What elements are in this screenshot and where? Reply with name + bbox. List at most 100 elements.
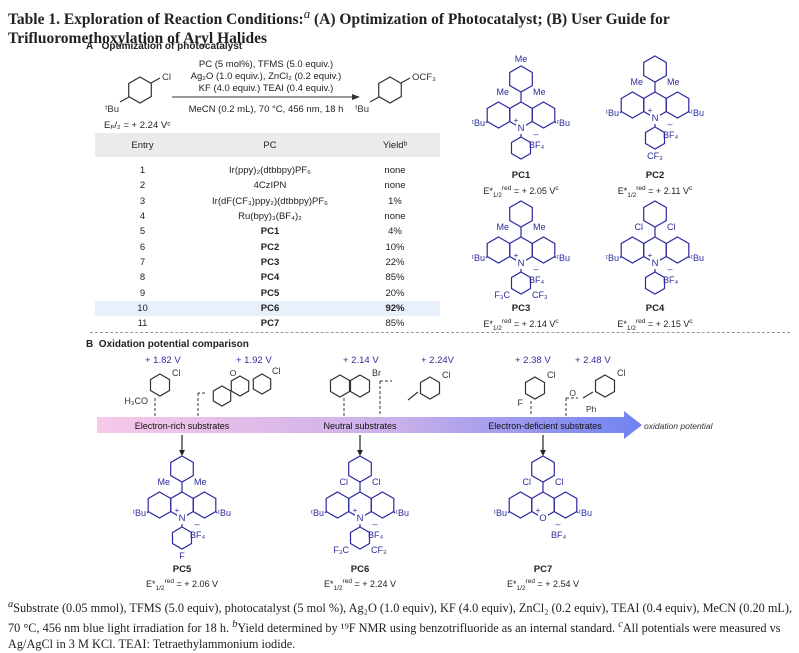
n-aryl-ring: [510, 136, 532, 160]
tbu-label: ᵗBu: [691, 108, 704, 118]
catalyst-potential-pc1: E*1/2red = + 2.05 Vc: [483, 185, 559, 199]
chloro-label: Cl: [162, 72, 171, 83]
pc-cell: Ir(dF(CF₃)ppy₂)(dtbbpy)PF₆: [212, 195, 328, 207]
condition-solvent: MeCN (0.2 mL), 70 °C, 456 nm, 18 h: [188, 104, 344, 115]
counterion-label: BF₄: [663, 130, 679, 140]
condition-line-1: PC (5 mol%), TFMS (5.0 equiv.): [198, 59, 334, 70]
oxidation-potential-arrow: [97, 411, 642, 439]
ortho-substituent: Me: [533, 87, 546, 97]
counterion-label: BF₄: [190, 530, 206, 540]
tbu-label: ᵗBu: [606, 108, 619, 118]
tbu-label: ᵗBu: [557, 118, 570, 128]
ortho-substituent: Cl: [635, 222, 644, 232]
table-header: Entry PC Yieldᵇ: [95, 133, 440, 157]
product-ring: [378, 76, 402, 104]
counterion-label: BF₄: [529, 140, 545, 150]
catalyst-label-pc7: PC7: [533, 564, 553, 575]
acridine-ring: [531, 101, 556, 129]
substrate-potential: Eₚ/₂ = + 2.24 Vᶜ: [104, 120, 171, 131]
ortho-substituent: Me: [533, 222, 546, 232]
arrowhead: [540, 450, 546, 456]
acridine-ring: [531, 236, 556, 264]
positive-charge: +: [175, 506, 180, 515]
counterion-label: BF₄: [663, 275, 679, 285]
catalyst-potential-pc5: E*1/2red = + 2.06 V: [145, 578, 219, 592]
positive-charge: +: [648, 106, 653, 115]
acridine-ring: [553, 491, 578, 519]
acridine-ring: [508, 491, 533, 519]
heteroatom-bg: [516, 257, 526, 268]
yield-cell: 1%: [388, 195, 402, 207]
catalyst-label-pc6: PC6: [350, 564, 370, 575]
ortho-substituent: Cl: [340, 477, 349, 487]
section-b-heading: B Oxidation potential comparison: [86, 339, 249, 350]
axis-label: oxidation potential: [644, 421, 714, 431]
meta-substituent: F₃C: [494, 290, 510, 300]
oxygen-label: O: [230, 368, 237, 378]
tbu-label: ᵗBu: [311, 508, 324, 518]
nitrogen-label: N: [652, 113, 659, 124]
entry-cell: 5: [139, 226, 146, 238]
bond: [507, 511, 510, 514]
tbu-label: ᵗBu: [218, 508, 231, 518]
pc-cell: PC5: [260, 287, 280, 299]
tbu-label: ᵗBu: [606, 253, 619, 263]
positive-charge: +: [648, 251, 653, 260]
negative-charge: –: [372, 519, 377, 529]
negative-charge: –: [667, 119, 672, 129]
bond: [688, 256, 691, 259]
acridine-ring: [620, 91, 645, 119]
entry-cell: 7: [139, 256, 146, 268]
acridine-ring: [192, 491, 217, 519]
chloro-label: Cl: [172, 368, 181, 378]
negative-charge: –: [194, 519, 199, 529]
n-aryl-ring: [644, 271, 666, 295]
bond: [688, 111, 691, 114]
para-substituent: F: [179, 551, 185, 561]
nitrogen-label: N: [518, 123, 525, 134]
bond: [619, 111, 622, 114]
yield-cell: 4%: [388, 226, 402, 238]
pc-cell: Ru(bpy)₃(BF₄)₂: [238, 211, 302, 223]
benzene-ring: [419, 376, 441, 400]
ocf3-label: OCF₃: [412, 72, 436, 83]
heteroatom-bg: [650, 112, 660, 123]
yield-cell: none: [384, 211, 406, 223]
arrowhead: [352, 94, 360, 100]
band-label: Electron-deficient substrates: [488, 421, 602, 431]
tbu-label: ᵗBu: [494, 508, 507, 518]
ortho-substituent: Me: [496, 87, 509, 97]
bond: [485, 256, 488, 259]
entry-cell: 6: [139, 241, 146, 253]
negative-charge: –: [667, 264, 672, 274]
arrowhead: [179, 450, 185, 456]
bond: [146, 511, 149, 514]
yield-cell: none: [384, 165, 406, 177]
chloro-label: Cl: [272, 366, 281, 376]
meta-substituent: CF₃: [371, 545, 387, 555]
heteroatom-bg: [516, 122, 526, 133]
ortho-substituent: Cl: [667, 222, 676, 232]
bond: [582, 391, 594, 399]
header-yield: Yieldᵇ: [382, 139, 408, 151]
ortho-substituent: Cl: [372, 477, 381, 487]
acridine-ring: [486, 101, 511, 129]
benzene-ring: [524, 376, 546, 400]
benzene-ring: [252, 373, 272, 395]
tbu-label: ᵗBu: [133, 508, 146, 518]
bond: [119, 96, 130, 103]
bond: [554, 256, 557, 259]
ortho-substituent: Me: [630, 77, 643, 87]
yield-cell: none: [384, 180, 406, 192]
negative-charge: –: [533, 129, 538, 139]
catalyst-label-pc5: PC5: [172, 564, 192, 575]
pc-cell: 4CzIPN: [253, 180, 287, 192]
acridine-ring: [370, 491, 395, 519]
